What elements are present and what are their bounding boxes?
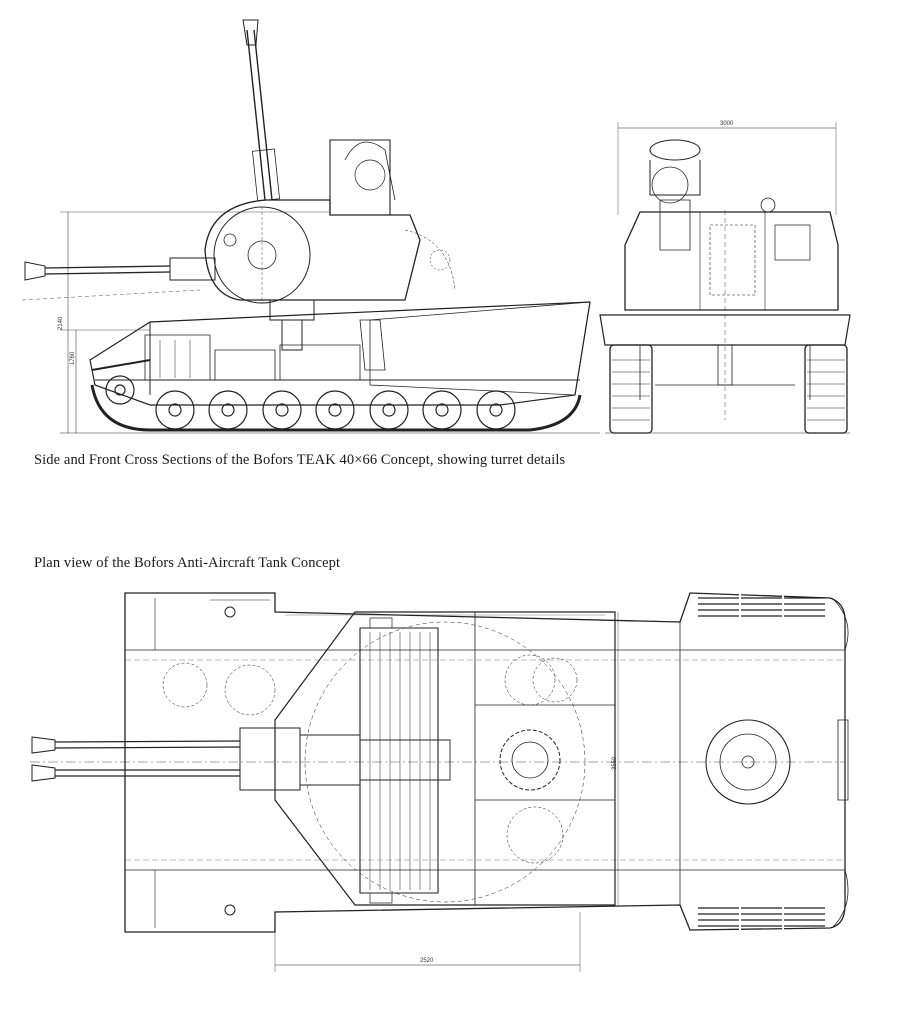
dimension-plan-width: 3550 [612, 756, 618, 770]
dimension-front-width: 3000 [720, 121, 734, 127]
dimension-side-height-a: 2140 [58, 316, 64, 330]
plan-view [30, 593, 848, 972]
side-view [22, 20, 600, 433]
dimension-plan-length: 2520 [420, 958, 434, 964]
front-view [600, 122, 850, 433]
side-front-caption: Side and Front Cross Sections of the Bof… [34, 452, 566, 468]
plan-view-caption: Plan view of the Bofors Anti-Aircraft Ta… [34, 555, 341, 571]
dimension-side-height-b: 1760 [70, 351, 76, 365]
